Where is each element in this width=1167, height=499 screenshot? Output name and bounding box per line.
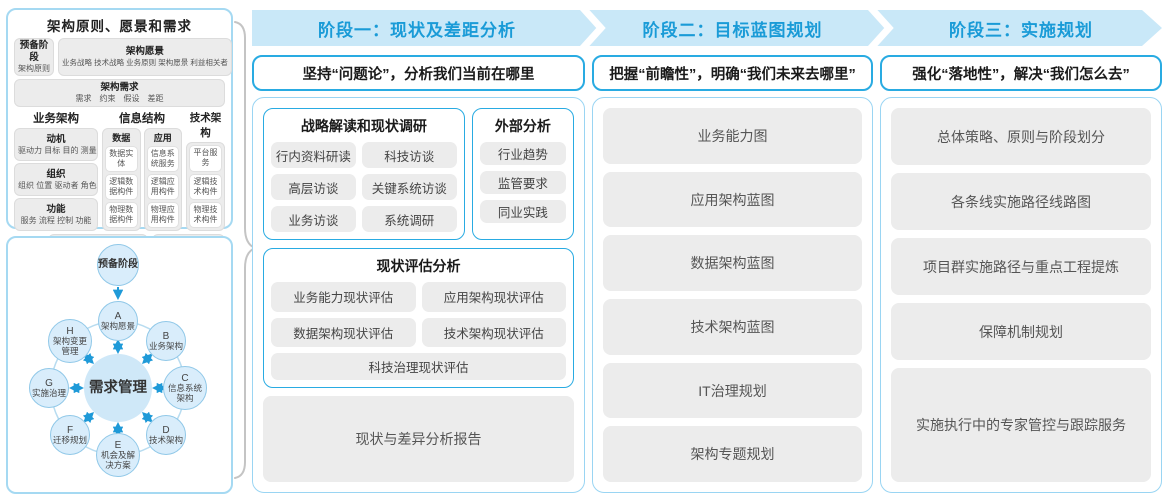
phase1-header: 阶段一：现状及差距分析 [318, 20, 516, 40]
external-item: 行业趋势 [479, 142, 566, 165]
phase1-subtitle: 坚持“问题论”，分析我们当前在哪里 [252, 55, 585, 91]
adm-node-b: B 业务架构 [146, 321, 186, 361]
application-item: 逻辑应用构件 [146, 174, 179, 201]
phase3-header: 阶段三：实施规划 [949, 20, 1093, 40]
phase3-container: 总体策略、原则与阶段划分 各条线实施路径线路图 项目群实施路径与重点工程提炼 保… [880, 97, 1162, 493]
data-item: 逻辑数据构件 [105, 174, 138, 201]
external-analysis-box: 外部分析 行业趋势 监管要求 同业实践 [471, 108, 574, 240]
vision-box: 架构愿景 业务战略 技术战略 业务原则 架构愿景 利益相关者 [58, 38, 232, 76]
phase-arrow-band [252, 10, 1162, 46]
strategy-item: 行内资料研读 [271, 142, 356, 168]
business-architecture-title: 业务架构 [33, 113, 79, 126]
assessment-item: 技术架构现状评估 [421, 317, 566, 347]
strategy-research-title: 战略解读和现状调研 [300, 118, 427, 134]
technology-item: 物理技术构件 [189, 201, 222, 229]
motivation-box: 动机 驱动力 目标 目的 测量 [14, 128, 98, 162]
assessment-item: 应用架构现状评估 [421, 282, 566, 312]
application-item: 物理应用构件 [146, 202, 179, 229]
data-item: 物理数据构件 [105, 202, 138, 229]
assessment-item: 数据架构现状评估 [271, 317, 416, 347]
business-architecture-column: 业务架构 动机 驱动力 目标 目的 测量 组织 组织 位置 驱动者 角色 功能 … [14, 110, 98, 232]
strategy-research-box: 战略解读和现状调研 行内资料研读 科技访谈 高层访谈 关键系统访谈 业务访谈 系… [263, 108, 465, 240]
technology-item: 逻辑技术构件 [189, 173, 222, 200]
prep-phase-title: 预备阶段 [19, 39, 49, 63]
phase2-item: 架构专题规划 [603, 426, 862, 483]
adm-prep-label: 预备阶段 [98, 259, 138, 270]
strategy-item: 科技访谈 [361, 142, 457, 168]
phase3-item: 总体策略、原则与阶段划分 [891, 108, 1151, 166]
architecture-principles-panel: 架构原则、愿景和需求 预备阶段 架构原则 架构愿景 业务战略 技术战略 业务原则… [6, 8, 233, 274]
adm-node-h: H 架构变更管理 [48, 319, 92, 363]
data-title: 数据 [112, 133, 131, 144]
application-item: 信息系统服务 [146, 146, 179, 173]
adm-node-g: G 实施治理 [29, 368, 69, 408]
external-analysis-title: 外部分析 [494, 118, 551, 134]
adm-node-e: E 机会及解决方案 [96, 433, 140, 477]
function-title: 功能 [46, 203, 66, 215]
adm-prep-node: 预备阶段 [97, 244, 139, 286]
assessment-box: 现状评估分析 业务能力现状评估 应用架构现状评估 数据架构现状评估 技术架构现状… [263, 248, 574, 388]
requirements-box: 架构需求 需求 约束 假设 差距 [14, 79, 225, 108]
adm-center-label: 需求管理 [89, 379, 147, 396]
technology-architecture-column: 技术架构 平台服务 逻辑技术构件 物理技术构件 [186, 110, 225, 232]
phase3-subtitle: 强化“落地性”，解决“我们怎么去” [880, 55, 1162, 91]
assessment-item: 业务能力现状评估 [271, 282, 416, 312]
adm-node-c: C 信息系统架构 [163, 366, 207, 410]
phase2-item: 技术架构蓝图 [603, 299, 862, 355]
phase2-subtitle: 把握“前瞻性”，明确“我们未来去哪里” [592, 55, 873, 91]
motivation-title: 动机 [46, 133, 66, 145]
phase3-item: 保障机制规划 [891, 303, 1151, 361]
information-structure-column: 信息结构 数据 数据实体 逻辑数据构件 物理数据构件 应用 信息系统服务 逻辑应… [102, 110, 182, 232]
adm-center-node: 需求管理 [84, 354, 152, 422]
phase3-item: 各条线实施路径线路图 [891, 173, 1151, 231]
phase3-item: 实施执行中的专家管控与跟踪服务 [891, 368, 1151, 483]
vision-title: 架构愿景 [125, 46, 164, 58]
requirements-title: 架构需求 [100, 82, 139, 93]
assessment-title: 现状评估分析 [376, 258, 461, 274]
adm-node-d: D 技术架构 [146, 415, 186, 455]
phase2-header: 阶段二：目标蓝图规划 [642, 20, 823, 40]
prep-phase-box: 预备阶段 架构原则 [14, 38, 54, 76]
function-sub: 服务 流程 控制 功能 [20, 215, 92, 225]
phase1-container: 战略解读和现状调研 行内资料研读 科技访谈 高层访谈 关键系统访谈 业务访谈 系… [252, 97, 585, 493]
application-subcolumn: 应用 信息系统服务 逻辑应用构件 物理应用构件 [143, 128, 182, 232]
phase2-item: 数据架构蓝图 [603, 235, 862, 292]
gap-report-box: 现状与差异分析报告 [263, 396, 574, 482]
strategy-item: 高层访谈 [271, 174, 356, 200]
external-item: 监管要求 [479, 171, 566, 194]
data-item: 数据实体 [105, 146, 138, 173]
adm-cycle-panel: 预备阶段 A 架构愿景 B 业务架构 C 信息系统架构 D 技术架构 E 机会及… [6, 236, 233, 494]
motivation-sub: 驱动力 目标 目的 测量 [18, 145, 97, 155]
requirements-sub: 需求 约束 假设 差距 [75, 93, 164, 103]
function-box: 功能 服务 流程 控制 功能 [14, 198, 98, 232]
prep-phase-sub: 架构原则 [18, 63, 50, 73]
external-item: 同业实践 [479, 200, 566, 223]
organization-title: 组织 [46, 168, 66, 180]
adm-node-f: F 迁移规划 [50, 415, 90, 455]
phase2-item: 应用架构蓝图 [603, 171, 862, 228]
vision-sub: 业务战略 技术战略 业务原则 架构愿景 利益相关者 [62, 58, 228, 68]
phase2-item: 业务能力图 [603, 108, 862, 164]
technology-subcolumn: 平台服务 逻辑技术构件 物理技术构件 [186, 142, 225, 232]
strategy-item: 系统调研 [361, 206, 457, 232]
panel-title: 架构原则、愿景和需求 [47, 19, 192, 34]
technology-item: 平台服务 [189, 145, 222, 172]
information-structure-title: 信息结构 [119, 113, 165, 126]
application-title: 应用 [153, 133, 172, 144]
assessment-item: 科技治理现状评估 [271, 353, 566, 380]
adm-node-a: A 架构愿景 [98, 301, 138, 341]
phase3-item: 项目群实施路径与重点工程提炼 [891, 238, 1151, 296]
strategy-item: 业务访谈 [271, 206, 356, 232]
technology-architecture-title: 技术架构 [189, 112, 222, 140]
organization-sub: 组织 位置 驱动者 角色 [18, 180, 97, 190]
strategy-item: 关键系统访谈 [361, 174, 457, 200]
organization-box: 组织 组织 位置 驱动者 角色 [14, 163, 98, 197]
data-subcolumn: 数据 数据实体 逻辑数据构件 物理数据构件 [102, 128, 141, 232]
phase2-container: 业务能力图 应用架构蓝图 数据架构蓝图 技术架构蓝图 IT治理规划 架构专题规划 [592, 97, 873, 493]
phase2-item: IT治理规划 [603, 362, 862, 419]
